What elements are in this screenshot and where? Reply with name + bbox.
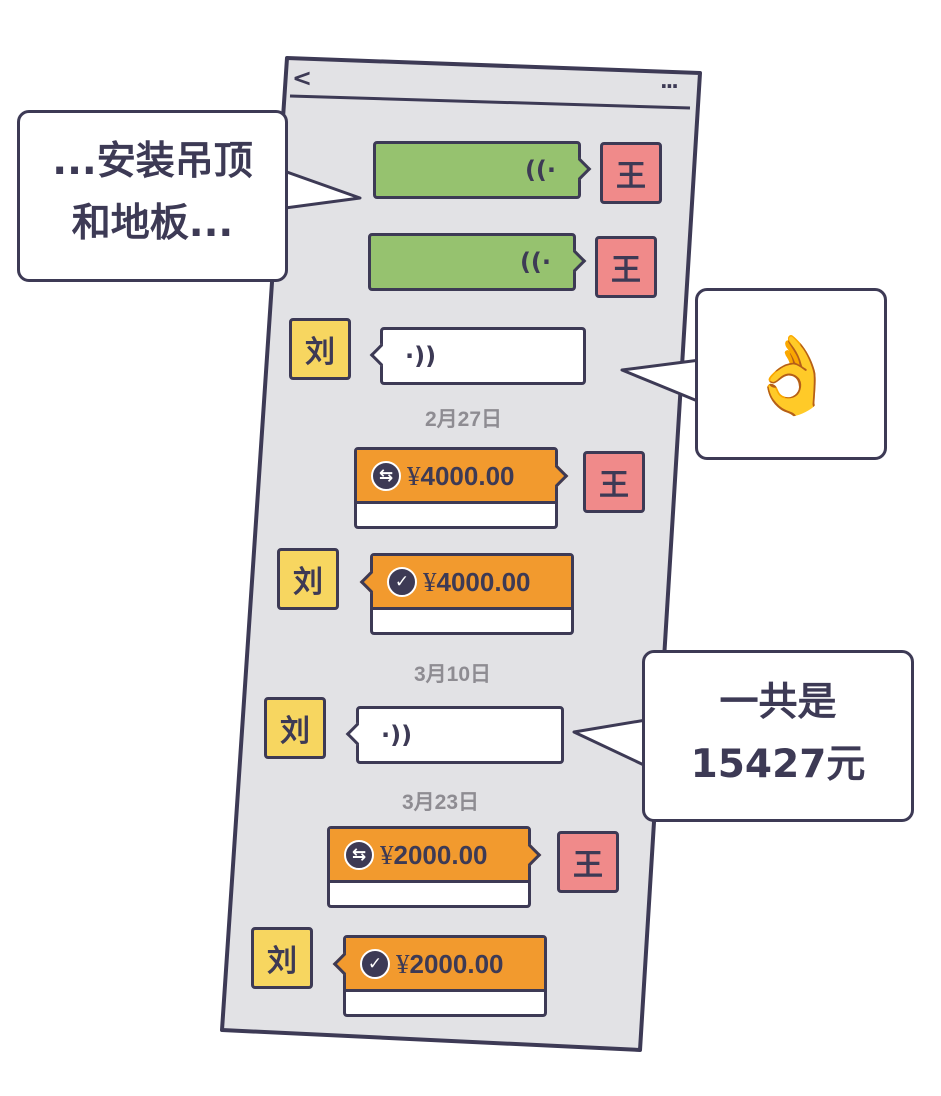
bubble-tail [563,249,587,273]
bubble-tail [345,722,369,746]
back-icon[interactable]: < [292,64,313,92]
bubble-tail [369,343,393,367]
transfer-message-received[interactable]: ✓ ¥2000.00 [332,935,547,1017]
voice-message-sent[interactable]: ((· [373,141,592,199]
voice-message-received[interactable]: ·)) [345,706,564,764]
avatar-wang[interactable]: 王 [557,831,619,893]
callout-total-text: 一共是 15427元 [690,680,866,787]
callout-text: ...安装吊顶 和地板... [52,139,253,246]
avatar-liu[interactable]: 刘 [277,548,339,610]
voice-wave-icon: ((· [524,156,556,184]
avatar-wang[interactable]: 王 [600,142,662,204]
bubble-tail [568,157,592,181]
transfer-amount: ¥2000.00 [380,840,488,870]
date-separator: 3月23日 [402,791,480,814]
avatar-wang[interactable]: 王 [595,236,657,298]
voice-wave-icon: ·)) [381,721,413,749]
transfer-message-sent[interactable]: ⇆ ¥2000.00 [327,826,542,908]
check-icon: ✓ [387,567,417,597]
voice-wave-icon: ((· [519,248,551,276]
callout-pointer [572,718,648,768]
more-icon[interactable]: ··· [660,74,679,98]
avatar-liu[interactable]: 刘 [264,697,326,759]
transfer-message-received[interactable]: ✓ ¥4000.00 [359,553,574,635]
transfer-icon: ⇆ [371,461,401,491]
transfer-amount: ¥4000.00 [423,567,531,597]
date-separator: 3月10日 [414,663,492,686]
date-separator: 2月27日 [425,408,503,431]
transfer-amount: ¥2000.00 [396,949,504,979]
speech-callout-total [642,650,914,822]
avatar-liu[interactable]: 刘 [289,318,351,380]
transfer-header [373,556,571,610]
speech-callout-ok [695,288,887,460]
avatar-wang[interactable]: 王 [583,451,645,513]
transfer-icon: ⇆ [344,840,374,870]
voice-message-received[interactable]: ·)) [369,327,586,385]
transfer-message-sent[interactable]: ⇆ ¥4000.00 [354,447,569,529]
avatar-liu[interactable]: 刘 [251,927,313,989]
voice-wave-icon: ·)) [405,342,437,370]
transfer-amount: ¥4000.00 [407,461,515,491]
ok-hand-icon: 👌 [745,330,840,419]
check-icon: ✓ [360,949,390,979]
voice-message-sent[interactable]: ((· [368,233,587,291]
speech-callout-installation [17,110,288,282]
